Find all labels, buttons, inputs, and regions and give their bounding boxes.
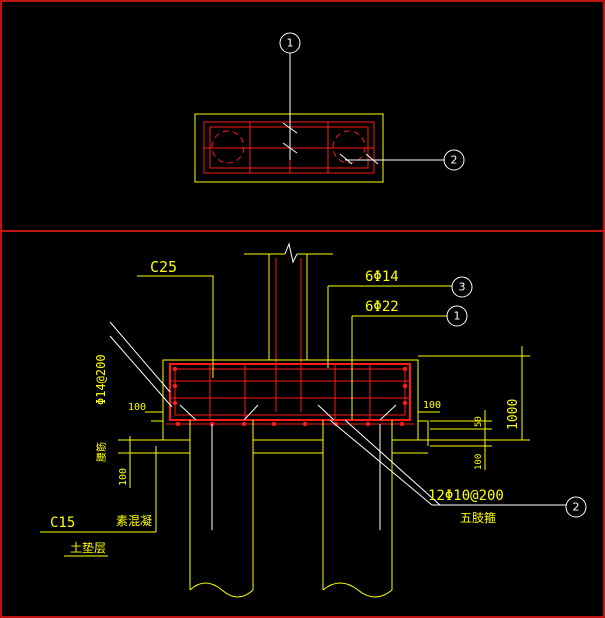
dim-left-lower-text: 100 <box>118 468 129 486</box>
bottom-bar-label: 6Φ22 <box>365 299 399 315</box>
rebar-dot <box>333 421 339 427</box>
stirrup-note: 五肢箍 <box>460 510 496 525</box>
dim-100-low-text: 100 <box>474 454 484 470</box>
diag-bar-1 <box>179 404 197 421</box>
dim-right-100-text: 100 <box>423 400 441 411</box>
dim-1000-text: 1000 <box>506 399 521 430</box>
pile-right-break <box>322 582 393 598</box>
plan-pile-cap-outline <box>194 113 384 183</box>
plan-tick-4 <box>365 153 379 165</box>
soil-layer-label: 土垫层 <box>70 540 106 555</box>
rebar-dot <box>241 421 247 427</box>
plan-tick-3 <box>339 153 353 165</box>
rebar-dot <box>172 366 178 372</box>
side-bar-leader-1 <box>109 321 171 393</box>
side-bar-leader-2 <box>109 335 173 408</box>
pile-left-break <box>189 582 254 598</box>
side-bar-label: Φ14@200 <box>94 354 108 405</box>
plan-view: 1 2 <box>194 32 465 183</box>
diag-bar-3 <box>317 404 335 421</box>
concrete-grade-leader <box>137 275 214 378</box>
plan-marker-2-text: 2 <box>451 154 458 167</box>
cushion-right-step <box>418 420 429 446</box>
diag-bar-4 <box>379 404 397 421</box>
top-bar-label: 6Φ14 <box>365 269 399 285</box>
rebar-dot <box>172 400 178 406</box>
rebar-cage-outer <box>169 363 411 421</box>
rebar-dot <box>402 383 408 389</box>
plan-marker-2-bubble <box>443 149 465 171</box>
rebar-dots <box>172 366 408 427</box>
marker-2-bubble <box>565 496 587 518</box>
rebar-dot <box>302 421 308 427</box>
blind-material-label: 素混凝 <box>116 513 152 528</box>
stirrup-label: 12Φ10@200 <box>428 488 504 504</box>
plan-pile-right <box>332 130 366 164</box>
marker-1-text: 1 <box>454 310 461 323</box>
rebar-dot <box>365 421 371 427</box>
rebar-dot <box>402 400 408 406</box>
plan-pile-left <box>211 130 245 164</box>
plan-marker-1-bubble <box>279 32 301 54</box>
plan-marker-1-text: 1 <box>287 37 294 50</box>
marker-2-text: 2 <box>573 501 580 514</box>
column-break-symbol <box>284 242 298 264</box>
rebar-dot <box>399 421 405 427</box>
dim-50-text: 50 <box>474 416 484 427</box>
rebar-dot <box>172 383 178 389</box>
stirrup-leader-2 <box>344 419 441 506</box>
rebar-dot <box>271 421 277 427</box>
marker-3-bubble <box>451 276 473 298</box>
pile-cap-outline <box>162 359 419 440</box>
section-view: C25 6Φ14 3 6Φ22 1 Φ14@200 腰筋 100 100 100… <box>40 242 587 598</box>
side-bar-note: 腰筋 <box>95 442 108 462</box>
stirrup-leader-1 <box>329 419 433 506</box>
concrete-grade-label: C25 <box>150 258 177 276</box>
marker-3-text: 3 <box>459 281 466 294</box>
rebar-cage-inner <box>174 368 406 416</box>
dim-left-100-text: 100 <box>128 402 146 413</box>
rebar-dot <box>175 421 181 427</box>
rebar-dot <box>402 366 408 372</box>
diag-bar-2 <box>243 404 259 421</box>
marker-1-bubble <box>446 305 468 327</box>
blind-grade-label: C15 <box>50 515 75 531</box>
